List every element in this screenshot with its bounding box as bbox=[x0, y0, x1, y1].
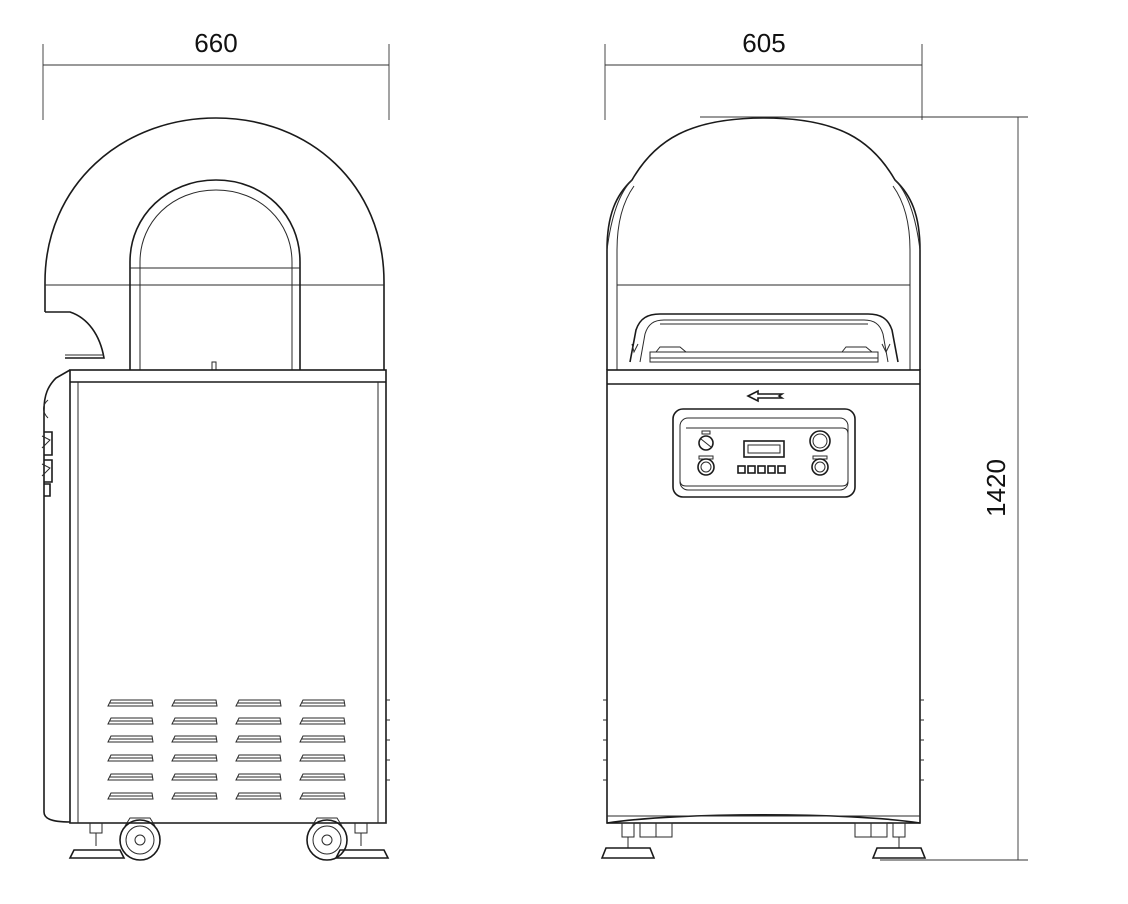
control-panel bbox=[672, 408, 856, 498]
vent-slot bbox=[171, 717, 218, 725]
start-button[interactable] bbox=[697, 455, 715, 476]
vent-slot bbox=[299, 699, 346, 707]
vent-slot bbox=[235, 792, 282, 800]
vent-slot bbox=[107, 717, 154, 725]
side-knob-icon bbox=[41, 431, 53, 497]
vent-slot bbox=[235, 773, 282, 781]
side-view bbox=[41, 117, 390, 861]
vent-slot bbox=[235, 699, 282, 707]
front-dome-outer bbox=[606, 117, 921, 370]
vent-slot bbox=[107, 792, 154, 800]
side-caster-left-icon bbox=[119, 817, 161, 861]
vent-slot bbox=[171, 699, 218, 707]
side-dome-outer bbox=[44, 117, 385, 370]
dial-knob-icon[interactable] bbox=[809, 430, 831, 452]
dimension-front-width: 605 bbox=[604, 28, 923, 120]
side-foot-right-icon bbox=[334, 822, 390, 859]
keypad-buttons[interactable] bbox=[737, 465, 786, 474]
emergency-stop-icon[interactable] bbox=[698, 430, 714, 451]
side-caster-right-icon bbox=[306, 817, 348, 861]
height-label: 1420 bbox=[981, 459, 1011, 517]
vent-slot bbox=[299, 773, 346, 781]
direction-arrow-icon bbox=[746, 389, 785, 403]
vent-slot bbox=[299, 717, 346, 725]
vent-slot bbox=[235, 717, 282, 725]
display-screen bbox=[743, 440, 785, 458]
side-foot-left-icon bbox=[68, 822, 126, 859]
vent-slot bbox=[235, 754, 282, 762]
front-foot-left-icon bbox=[600, 822, 673, 859]
dimension-height: 1420 bbox=[700, 116, 1028, 861]
vent-slot bbox=[235, 735, 282, 743]
side-dome-handle bbox=[129, 179, 301, 370]
dimension-side-width: 660 bbox=[42, 28, 390, 120]
front-width-label: 605 bbox=[742, 28, 785, 58]
stop-button[interactable] bbox=[811, 455, 829, 476]
side-width-label: 660 bbox=[194, 28, 237, 58]
vent-slot bbox=[299, 735, 346, 743]
vent-slot bbox=[107, 754, 154, 762]
side-vents bbox=[107, 699, 346, 800]
vent-slot bbox=[171, 773, 218, 781]
vent-slot bbox=[171, 792, 218, 800]
vent-slot bbox=[299, 754, 346, 762]
front-foot-right-icon bbox=[854, 822, 927, 859]
vent-slot bbox=[299, 792, 346, 800]
front-view bbox=[600, 117, 927, 859]
front-cabinet bbox=[606, 369, 921, 824]
vent-slot bbox=[171, 754, 218, 762]
vent-slot bbox=[107, 773, 154, 781]
vent-slot bbox=[171, 735, 218, 743]
vent-slot bbox=[107, 735, 154, 743]
vent-slot bbox=[107, 699, 154, 707]
